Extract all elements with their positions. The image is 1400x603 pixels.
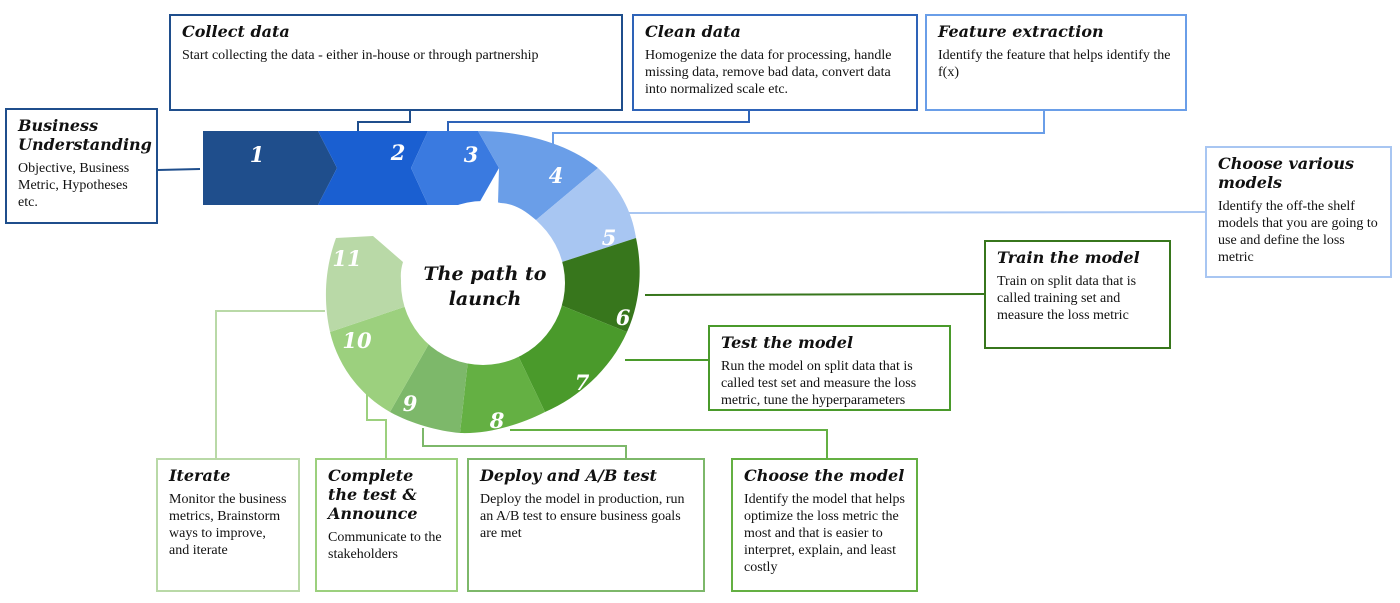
box-title: Feature extraction	[938, 22, 1104, 41]
clean-data-box: Clean data Homogenize the data for proce…	[632, 14, 918, 111]
connector-deploy	[422, 428, 627, 459]
box-title: Collect data	[182, 22, 290, 41]
box-title: Deploy and A/B test	[480, 466, 657, 485]
step-3-segment	[411, 131, 499, 205]
connector-choose-various	[621, 211, 1207, 214]
step-2-number: 2	[390, 140, 406, 165]
feature-extraction-box: Feature extraction Identify the feature …	[925, 14, 1187, 111]
connector-train	[644, 293, 986, 296]
step-3-number: 3	[464, 142, 479, 167]
iterate-box: Iterate Monitor the business metrics, Br…	[156, 458, 300, 592]
connector-choose-model	[510, 429, 828, 459]
test-model-box: Test the model Run the model on split da…	[708, 325, 951, 411]
connector-feature	[552, 110, 1045, 145]
step-11-segment	[325, 236, 410, 332]
box-title: Choose the model	[744, 466, 905, 485]
step-9-segment	[390, 342, 468, 433]
step-5-segment	[536, 168, 636, 262]
step-1-segment	[203, 131, 337, 205]
connector-collect	[357, 110, 411, 131]
step-8-segment	[460, 347, 545, 434]
step-8-number: 8	[489, 408, 505, 433]
complete-announce-box: Complete the test & Announce Communicate…	[315, 458, 458, 592]
box-text: Communicate to the stakeholders	[328, 530, 442, 562]
box-text: Monitor the business metrics, Brainstorm…	[169, 492, 287, 558]
choose-model-box: Choose the model Identify the model that…	[731, 458, 918, 592]
center-circle	[401, 201, 565, 365]
business-understanding-box: Business Understanding Objective, Busine…	[5, 108, 158, 224]
step-7-number: 7	[575, 370, 590, 395]
connector-complete	[366, 390, 387, 459]
box-title: Test the model	[721, 333, 854, 352]
choose-various-models-box: Choose various models Identify the off-t…	[1205, 146, 1392, 278]
step-9-number: 9	[403, 391, 418, 416]
box-text: Start collecting the data - either in-ho…	[182, 48, 539, 63]
step-10-number: 10	[342, 328, 372, 353]
step-11-number: 11	[332, 246, 361, 271]
box-text: Deploy the model in production, run an A…	[480, 492, 685, 541]
box-text: Homogenize the data for processing, hand…	[645, 48, 892, 97]
step-6-segment	[553, 238, 640, 332]
step-4-segment	[478, 131, 598, 220]
box-text: Objective, Business Metric, Hypotheses e…	[18, 161, 130, 210]
box-text: Identify the feature that helps identify…	[938, 48, 1171, 80]
connector-business	[157, 168, 201, 171]
box-title: Choose various models	[1218, 154, 1354, 192]
step-1-number: 1	[250, 142, 265, 167]
box-title: Iterate	[169, 466, 231, 485]
step-4-number: 4	[549, 163, 564, 188]
connector-iterate	[215, 310, 325, 459]
step-2-segment	[318, 131, 428, 205]
box-text: Identify the off-the shelf models that y…	[1218, 199, 1378, 265]
collect-data-box: Collect data Start collecting the data -…	[169, 14, 623, 111]
step-5-number: 5	[602, 225, 617, 250]
box-title: Clean data	[645, 22, 741, 41]
connector-clean	[447, 110, 750, 131]
step-10-segment	[330, 305, 430, 412]
box-title: Business Understanding	[18, 116, 152, 154]
box-title: Complete the test & Announce	[328, 466, 418, 523]
box-text: Run the model on split data that is call…	[721, 359, 917, 408]
box-text: Train on split data that is called train…	[997, 274, 1137, 323]
box-text: Identify the model that helps optimize t…	[744, 492, 905, 575]
center-label: The path to launch	[423, 263, 547, 310]
step-6-number: 6	[616, 305, 631, 330]
box-title: Train the model	[997, 248, 1140, 267]
train-model-box: Train the model Train on split data that…	[984, 240, 1171, 349]
deploy-box: Deploy and A/B test Deploy the model in …	[467, 458, 705, 592]
